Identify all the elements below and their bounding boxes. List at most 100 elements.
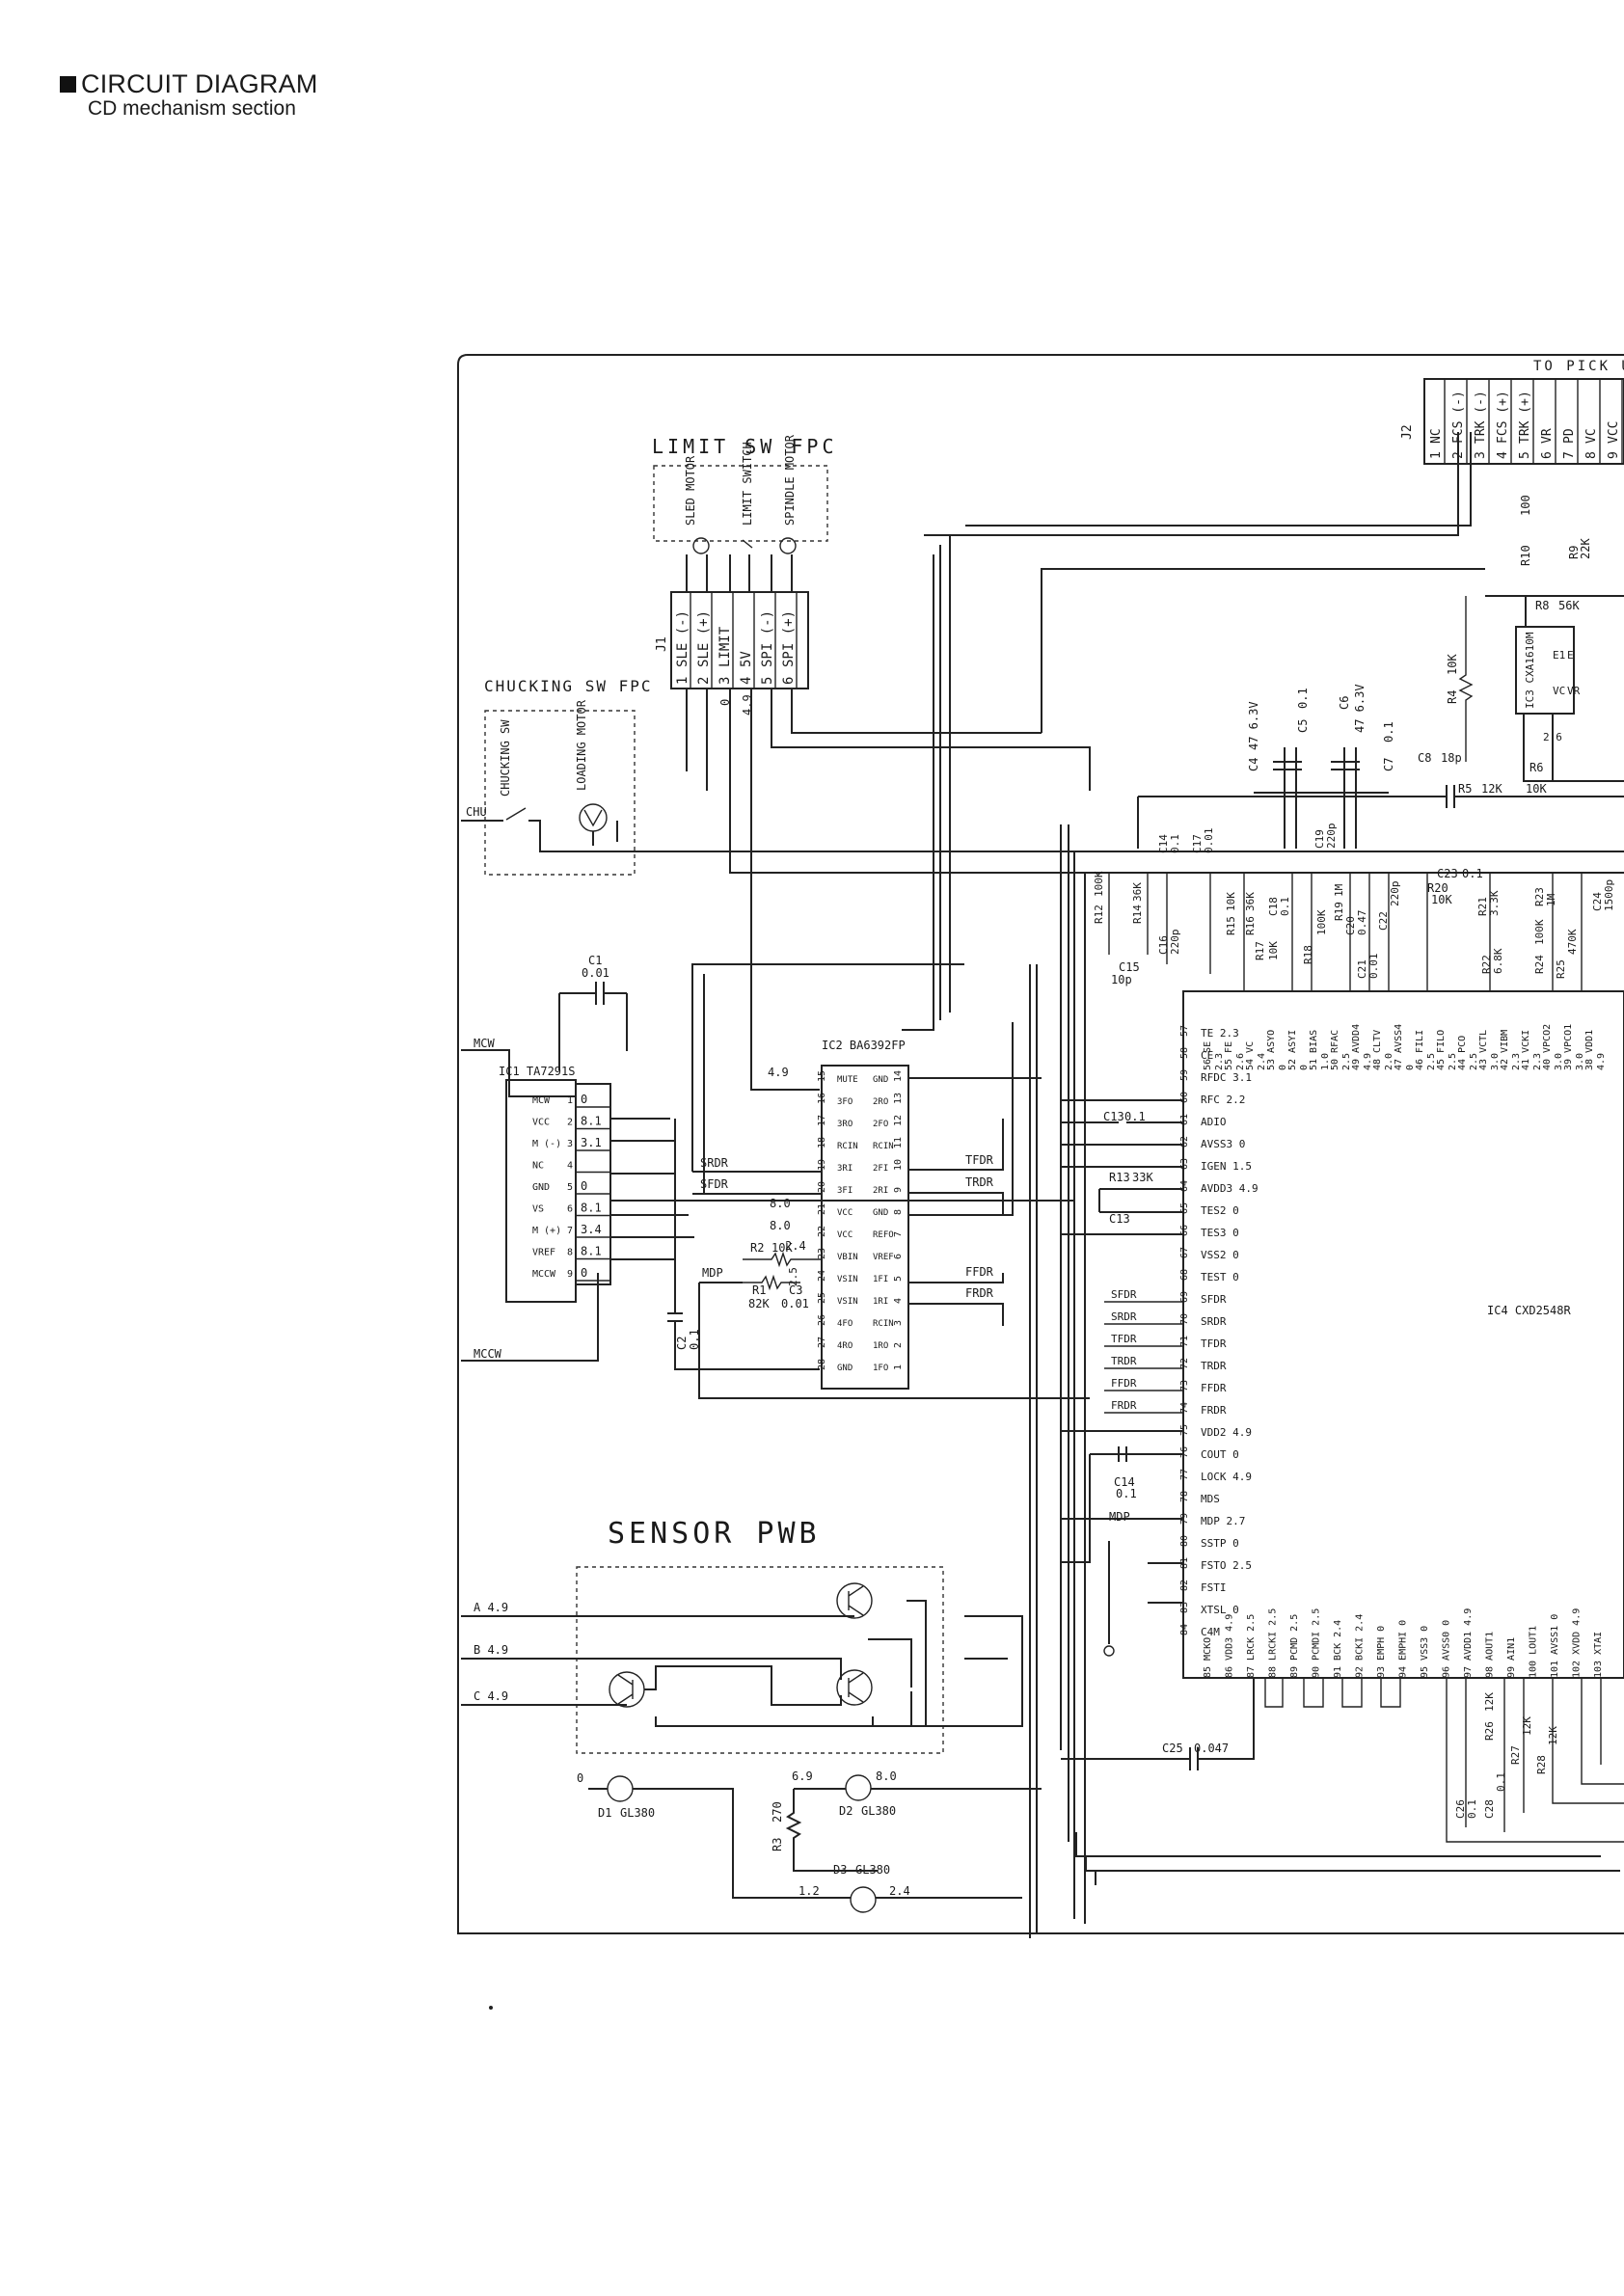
ic4-top-pin-voltage: 2.5 — [1448, 1053, 1458, 1070]
ic4-top-pin-label: 54 VC — [1245, 1041, 1256, 1070]
ic4-pin-number: 59 — [1179, 1069, 1190, 1081]
diagram-title-text: CIRCUIT DIAGRAM — [81, 69, 318, 98]
ic4-pin-number: 73 — [1179, 1380, 1190, 1391]
ic4-left-pin-label: SSTP 0 — [1201, 1537, 1239, 1550]
net-a-label: A 4.9 — [474, 1601, 508, 1614]
chucking-wires — [461, 820, 1074, 852]
c28-value: 0.047 — [1194, 1742, 1229, 1755]
chucking-sw-fpc-label: CHUCKING SW FPC — [484, 677, 653, 695]
ic4-pin-number: 77 — [1179, 1469, 1190, 1480]
ic2-right-pin-number: 10 — [893, 1159, 904, 1171]
ic4-left-pin-label: TRDR — [1201, 1360, 1227, 1372]
ic4-pin-number: 57 — [1179, 1025, 1190, 1037]
ic4-left-pin-label: SFDR — [1201, 1293, 1227, 1306]
c5-ref: C5 — [1296, 719, 1310, 733]
ic2-volt-vcc1: 8.0 — [770, 1197, 791, 1210]
r28-ref: R28 — [1535, 1755, 1548, 1774]
ic4-top-pin-voltage: 2.5 — [1426, 1053, 1437, 1070]
led-d3: D3 GL380 1.2 2.4 — [798, 1863, 910, 1913]
ic2-left-pin-number: 27 — [817, 1337, 827, 1348]
ic4-top-pin-label: 52 ASYI — [1287, 1030, 1298, 1070]
ic4-bottom-pin-label: 99 AIN1 — [1506, 1637, 1517, 1678]
board-outline — [457, 354, 1624, 1934]
ic4-top-pin-voltage: 2.3 — [1511, 1053, 1522, 1070]
r20-ref: R20 — [1427, 881, 1448, 895]
ic4-pin-number: 72 — [1179, 1358, 1190, 1369]
ic2-upper-bus — [902, 432, 1485, 1031]
r10-ref: R10 — [1519, 545, 1532, 566]
ic2-left-pin-number: 24 — [817, 1270, 827, 1282]
ic4-pin-number: 81 — [1179, 1557, 1190, 1569]
c29-value: 0.1 — [1466, 1799, 1478, 1819]
r6-ref: R6 — [1529, 761, 1543, 774]
ic2-right-pin-number: 3 — [893, 1320, 904, 1326]
ic1-pin-number: 7 — [567, 1226, 573, 1236]
ic2-volt-vsin: 2.5 — [787, 1267, 799, 1286]
ic2-right-pin-number: 2 — [893, 1342, 904, 1348]
c5-value: 0.1 — [1296, 688, 1310, 709]
j2-pin-number: 8 — [1584, 451, 1599, 459]
r23-ref: R23 — [1533, 887, 1546, 906]
j2-pin-number: 9 — [1607, 451, 1621, 459]
c1-symbol — [558, 982, 628, 1070]
sled-motor-icon — [692, 537, 710, 554]
ic3-pin-vc: VC — [1553, 685, 1565, 697]
net-b-label: B 4.9 — [474, 1643, 508, 1657]
ic1-pin-voltage: 8.1 — [581, 1245, 602, 1258]
ic4-top-pin-label: 47 AVSS4 — [1394, 1024, 1404, 1070]
c1-ref: C1 — [588, 954, 602, 967]
ic4-bottom-pin-label: 96 AVSS0 0 — [1442, 1620, 1452, 1678]
r1-value: 82K — [748, 1297, 770, 1310]
net-srdr-ic2: SRDR — [700, 1156, 729, 1170]
ic4-top-pin-label: 45 FILO — [1436, 1030, 1447, 1070]
phototransistor-c-icon — [609, 1671, 645, 1708]
ic1-pin-number: 9 — [567, 1269, 573, 1280]
chucking-switch-icon — [505, 807, 527, 821]
ic2-left-pin-name: RCIN — [837, 1142, 858, 1151]
ic4-top-pin-label: 41 VCKI — [1521, 1030, 1531, 1070]
ic1-pin-name: MCCW — [532, 1269, 556, 1280]
r9-ref: R9 — [1567, 546, 1581, 559]
j1-pin-number: 4 — [739, 677, 754, 685]
led-d2: 6.9 8.0 D2 GL380 — [792, 1769, 897, 1818]
ic2-right-pin-name: REFO — [873, 1230, 894, 1240]
r14-ref: R14 — [1131, 905, 1144, 924]
ic2-volt-vcc2: 8.0 — [770, 1219, 791, 1232]
r17-ref: R17 — [1254, 941, 1266, 960]
ic1-pin-number: 6 — [567, 1204, 573, 1215]
j1-pin-number: 5 — [760, 677, 775, 685]
j1-pin-label: SLE (-) — [675, 610, 690, 667]
ic1-pin-voltage: 0 — [581, 1093, 587, 1106]
ic4-pin-number: 68 — [1179, 1269, 1190, 1281]
r3-ref: R3 — [771, 1838, 784, 1851]
c16-ref: C14 — [1157, 834, 1170, 853]
net-c-label: C 4.9 — [474, 1689, 508, 1703]
j1-name: J1 — [655, 636, 669, 652]
ic4-pin-number: 69 — [1179, 1291, 1190, 1303]
ic2-left-nets — [691, 963, 1090, 1399]
ic1-name: IC1 TA7291S — [499, 1065, 575, 1078]
ic4-top-rails — [1073, 851, 1624, 1924]
ic3-pin-e1: E1 — [1553, 649, 1565, 662]
c20-ref: C18 — [1267, 897, 1280, 916]
ic4-left-pin-label: TES3 0 — [1201, 1227, 1239, 1239]
ic2-left-pin-number: 15 — [817, 1070, 827, 1082]
net-mdp-ic2: MDP — [702, 1266, 723, 1280]
d2-ref: D2 — [839, 1804, 853, 1818]
j2-pin-number: 1 — [1429, 451, 1444, 459]
d3-volt-b: 2.4 — [889, 1884, 910, 1898]
j2-pin-number: 5 — [1518, 451, 1532, 459]
c19-ref: C17 — [1191, 834, 1204, 853]
ic2-left-pin-number: 23 — [817, 1248, 827, 1259]
ic1-pin-number: 1 — [567, 1095, 573, 1106]
ic4-top-pin-label: 38 VDD1 — [1584, 1030, 1595, 1070]
j1-pin-number: 6 — [781, 677, 797, 685]
ic2-left-pin-name: MUTE — [837, 1075, 858, 1085]
ic4-pin-number: 82 — [1179, 1580, 1190, 1591]
ic2-left-pin-number: 16 — [817, 1093, 827, 1104]
j1-pin-label: SPI (-) — [760, 610, 775, 667]
net-ffdr-ic2: FFDR — [965, 1265, 994, 1279]
ic1-pin-voltage: 0 — [581, 1179, 587, 1193]
r18-value: 100K — [1315, 909, 1328, 935]
c3-ref: C3 — [789, 1283, 802, 1297]
